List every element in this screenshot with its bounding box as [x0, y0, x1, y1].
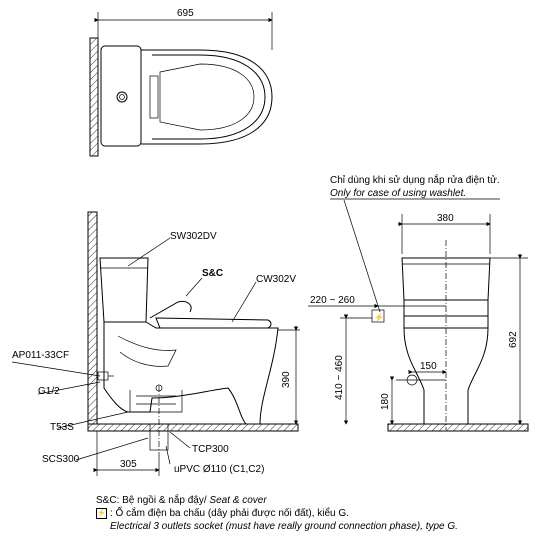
label-flange: SCS300: [42, 454, 80, 465]
legend-seat: S&C: Bệ ngồi & nắp đậy/ Seat & cover: [96, 495, 267, 506]
top-view: 695: [89, 8, 273, 157]
seat-side: [155, 317, 272, 329]
washlet-note-vi: Chỉ dùng khi sử dụng nắp rửa điện tử.: [330, 173, 500, 186]
label-tank: SW302DV: [170, 231, 217, 242]
dim-bowl-height: 390: [281, 371, 292, 388]
svg-text:⚡: ⚡: [374, 312, 384, 322]
tank-top: [100, 45, 142, 147]
dim-inlet-offset: 150: [420, 361, 437, 372]
label-pipe: uPVC Ø110 (C1,C2): [174, 464, 264, 475]
bowl-top: [141, 49, 273, 145]
bowl-front: [403, 299, 489, 424]
label-thread: G1/2: [38, 386, 60, 397]
label-outlet: TCP300: [192, 444, 229, 455]
floor-front-view: [387, 423, 529, 432]
socket-icon: ⚡: [96, 507, 107, 519]
floor-side-view: [87, 423, 299, 432]
drain-fitting: [129, 390, 183, 413]
legend-socket-en: Electrical 3 outlets socket (must have r…: [110, 521, 458, 532]
dim-inlet-height: 180: [380, 393, 391, 410]
dim-front-width: 380: [437, 213, 454, 224]
dim-top-width: 695: [177, 8, 194, 19]
flush-button: [116, 91, 128, 103]
dim-rough-in: 305: [120, 459, 137, 470]
washlet-note-en: Only for case of using washlet.: [330, 188, 466, 199]
hinge: [149, 75, 159, 119]
label-seat: S&C: [202, 268, 223, 279]
legend-socket: ⚡: Ổ cắm điện ba chấu (dây phải được nối…: [96, 507, 349, 519]
legend: S&C: Bệ ngồi & nắp đậy/ Seat & cover ⚡: …: [96, 494, 546, 533]
wall-top-view: [89, 37, 99, 157]
dim-outlet-height: 410 ~ 460: [334, 355, 345, 400]
seat-top: [152, 54, 266, 140]
side-view: 390 305 SW302DV S&C CW302V AP011-33CF G1…: [11, 211, 300, 476]
front-view: Chỉ dùng khi sử dụng nắp rửa điện tử. On…: [308, 173, 529, 432]
label-hose: T53S: [50, 422, 74, 433]
label-bowl: CW302V: [256, 274, 296, 285]
socket-symbol: [371, 309, 385, 323]
wall-side-view: [87, 211, 98, 425]
dim-spacing: 220 ~ 260: [310, 295, 355, 306]
bowl-side: [103, 321, 279, 425]
label-valve: AP011-33CF: [12, 350, 69, 361]
dim-total-height: 692: [508, 331, 519, 348]
tank-side: [99, 257, 149, 323]
